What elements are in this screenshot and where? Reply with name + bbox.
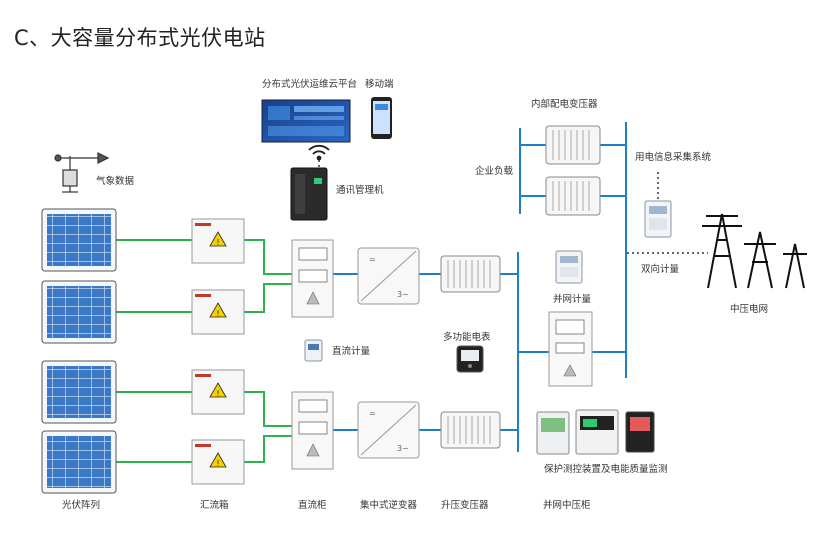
ac-wiring bbox=[333, 122, 627, 452]
step-up-transformer-2 bbox=[440, 411, 501, 449]
inverter-2: = 3~ bbox=[357, 401, 420, 459]
combiner-box-2: ! bbox=[191, 289, 245, 335]
comm-manager-icon bbox=[290, 167, 328, 221]
dc-meter-icon bbox=[304, 339, 323, 362]
combiner-label: 汇流箱 bbox=[200, 499, 229, 511]
pv-array-2 bbox=[41, 280, 117, 344]
enterprise-load-label: 企业负载 bbox=[475, 165, 514, 177]
page-title: C、大容量分布式光伏电站 bbox=[14, 26, 266, 50]
comm-manager-label: 通讯管理机 bbox=[336, 184, 384, 196]
platform-label: 分布式光伏运维云平台 bbox=[262, 78, 357, 90]
pv-array-4 bbox=[41, 430, 117, 494]
internal-transformer-1 bbox=[545, 125, 601, 165]
combiner-box-1: ! bbox=[191, 218, 245, 264]
cloud-platform-screen bbox=[261, 99, 351, 143]
svg-text:3~: 3~ bbox=[397, 444, 409, 453]
svg-text:=: = bbox=[369, 409, 376, 418]
svg-text:=: = bbox=[369, 255, 376, 264]
wifi-icon bbox=[308, 144, 330, 161]
bidirectional-meter-icon bbox=[644, 200, 672, 238]
svg-text:!: ! bbox=[216, 238, 219, 247]
dc-wiring bbox=[116, 239, 292, 463]
step-up-transformer-1 bbox=[440, 255, 501, 293]
combiner-box-3: ! bbox=[191, 369, 245, 415]
protection-devices-icon bbox=[536, 409, 655, 455]
multi-function-meter-icon bbox=[456, 345, 484, 373]
pv-array-1 bbox=[41, 208, 117, 272]
dc-cabinet-1 bbox=[291, 239, 334, 318]
svg-text:!: ! bbox=[216, 389, 219, 398]
bidirectional-label: 双向计量 bbox=[641, 263, 680, 275]
mv-grid-towers-icon bbox=[702, 213, 807, 289]
mobile-label: 移动端 bbox=[365, 78, 394, 90]
protection-label: 保护测控装置及电能质量监测 bbox=[544, 463, 668, 475]
mv-grid-label: 中压电网 bbox=[730, 303, 768, 315]
weather-label: 气象数据 bbox=[96, 175, 135, 187]
combiner-box-4: ! bbox=[191, 439, 245, 485]
step-up-label: 升压变压器 bbox=[441, 499, 489, 511]
pv-array-label: 光伏阵列 bbox=[62, 499, 100, 511]
inverter-label: 集中式逆变器 bbox=[360, 499, 418, 511]
grid-mv-cabinet-label: 并网中压柜 bbox=[543, 499, 591, 511]
svg-text:3~: 3~ bbox=[397, 290, 409, 299]
svg-text:!: ! bbox=[216, 459, 219, 468]
grid-mv-cabinet bbox=[548, 311, 593, 387]
weather-station-icon bbox=[54, 152, 110, 193]
svg-text:!: ! bbox=[216, 309, 219, 318]
grid-meter-icon bbox=[555, 250, 583, 284]
internal-transformer-2 bbox=[545, 176, 601, 216]
elec-collect-label: 用电信息采集系统 bbox=[635, 151, 712, 163]
dc-meter-label: 直流计量 bbox=[332, 345, 371, 357]
multi-meter-label: 多功能电表 bbox=[443, 331, 491, 343]
dc-cabinet-2 bbox=[291, 391, 334, 470]
grid-meter-label: 并网计量 bbox=[553, 293, 592, 305]
pv-array-3 bbox=[41, 360, 117, 424]
internal-transformer-label: 内部配电变压器 bbox=[531, 98, 598, 110]
inverter-1: = 3~ bbox=[357, 247, 420, 305]
dc-cabinet-label: 直流柜 bbox=[298, 499, 327, 511]
dotted-connections bbox=[318, 160, 708, 254]
mobile-phone-icon bbox=[371, 97, 392, 139]
